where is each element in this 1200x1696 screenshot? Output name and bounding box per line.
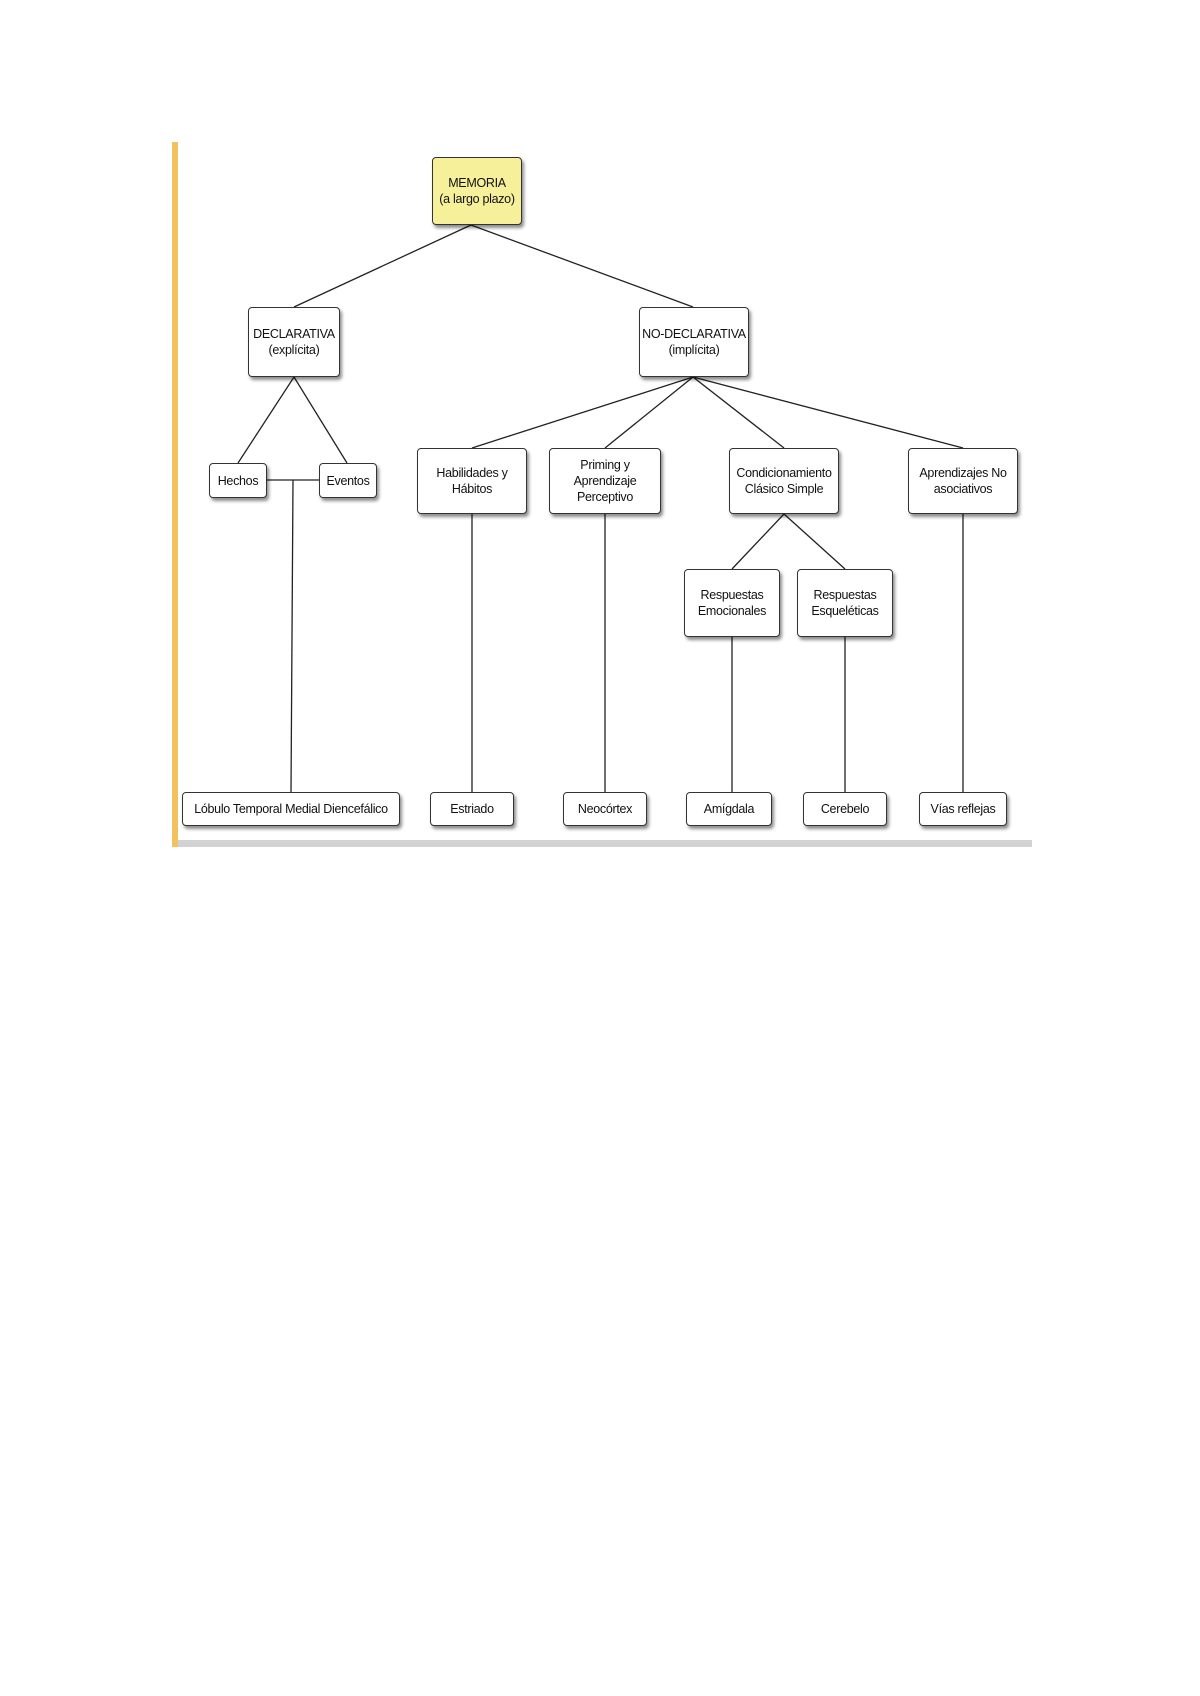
node-respuestas-esqueleticas: Respuestas Esqueléticas: [797, 569, 893, 637]
link-nodeclarativa-condicionamiento: [692, 376, 785, 449]
node-label: Estriado: [450, 802, 494, 816]
node-sublabel: (a largo plazo): [439, 192, 515, 206]
node-sublabel: Aprendizaje: [573, 474, 637, 488]
node-no-asociativos: Aprendizajes No asociativos: [908, 448, 1018, 514]
node-hechos: Hechos: [209, 463, 267, 498]
node-sublabel: Emocionales: [697, 604, 767, 618]
node-sublabel: Hábitos: [451, 482, 493, 496]
node-label: Respuestas: [700, 588, 764, 602]
node-label: Condicionamiento: [736, 466, 832, 480]
link-root-declarativa: [293, 224, 472, 308]
node-no-declarativa: NO-DECLARATIVA (implícita): [639, 307, 749, 377]
node-label: Aprendizajes No: [919, 466, 1007, 480]
node-sublabel: (implícita): [668, 343, 720, 357]
memory-diagram: MEMORIA (a largo plazo) DECLARATIVA (exp…: [172, 142, 1032, 847]
node-sublabel: asociativos: [933, 482, 993, 496]
left-accent-bar: [172, 142, 178, 847]
node-sublabel: Clásico Simple: [744, 482, 824, 496]
node-label: Lóbulo Temporal Medial Diencefálico: [194, 802, 388, 816]
node-declarativa: DECLARATIVA (explícita): [248, 307, 340, 377]
node-label: Vías reflejas: [930, 802, 996, 816]
link-nodeclarativa-noasociativos: [692, 376, 964, 449]
node-sublabel: (explícita): [268, 343, 320, 357]
node-lobulo-temporal: Lóbulo Temporal Medial Diencefálico: [182, 792, 400, 826]
link-condicionamiento-esqueleticas: [783, 513, 846, 570]
node-respuestas-emocionales: Respuestas Emocionales: [684, 569, 780, 637]
node-eventos: Eventos: [319, 463, 377, 498]
node-label: Respuestas: [813, 588, 877, 602]
node-sublabel: Perceptivo: [576, 490, 634, 504]
link-nodeclarativa-priming: [604, 376, 694, 449]
node-neocortex: Neocórtex: [563, 792, 647, 826]
node-label: NO-DECLARATIVA: [642, 327, 746, 341]
node-cerebelo: Cerebelo: [803, 792, 887, 826]
link-declarativa-eventos: [293, 376, 348, 464]
node-memoria: MEMORIA (a largo plazo): [432, 157, 522, 225]
node-label: Habilidades y: [436, 466, 508, 480]
node-condicionamiento: Condicionamiento Clásico Simple: [729, 448, 839, 514]
node-label: Amígdala: [703, 802, 755, 816]
node-label: Neocórtex: [577, 802, 633, 816]
link-nodeclarativa-habilidades: [471, 376, 694, 449]
link-eventos-lobulo: [290, 479, 294, 793]
node-estriado: Estriado: [430, 792, 514, 826]
node-sublabel: Esqueléticas: [811, 604, 879, 618]
node-label: Cerebelo: [820, 802, 870, 816]
link-root-nodeclarativa: [470, 224, 694, 308]
node-label: DECLARATIVA: [253, 327, 335, 341]
node-habilidades: Habilidades y Hábitos: [417, 448, 527, 514]
node-vias-reflejas: Vías reflejas: [919, 792, 1007, 826]
node-amigdala: Amígdala: [686, 792, 772, 826]
node-label: MEMORIA: [448, 176, 506, 190]
node-priming: Priming y Aprendizaje Perceptivo: [549, 448, 661, 514]
bottom-border-bar: [178, 840, 1032, 847]
node-label: Eventos: [326, 473, 370, 488]
link-condicionamiento-emocionales: [731, 513, 785, 570]
node-label: Hechos: [217, 473, 259, 488]
link-declarativa-hechos: [237, 376, 295, 464]
connector-lines: [237, 224, 964, 793]
node-label: Priming y: [580, 458, 630, 472]
